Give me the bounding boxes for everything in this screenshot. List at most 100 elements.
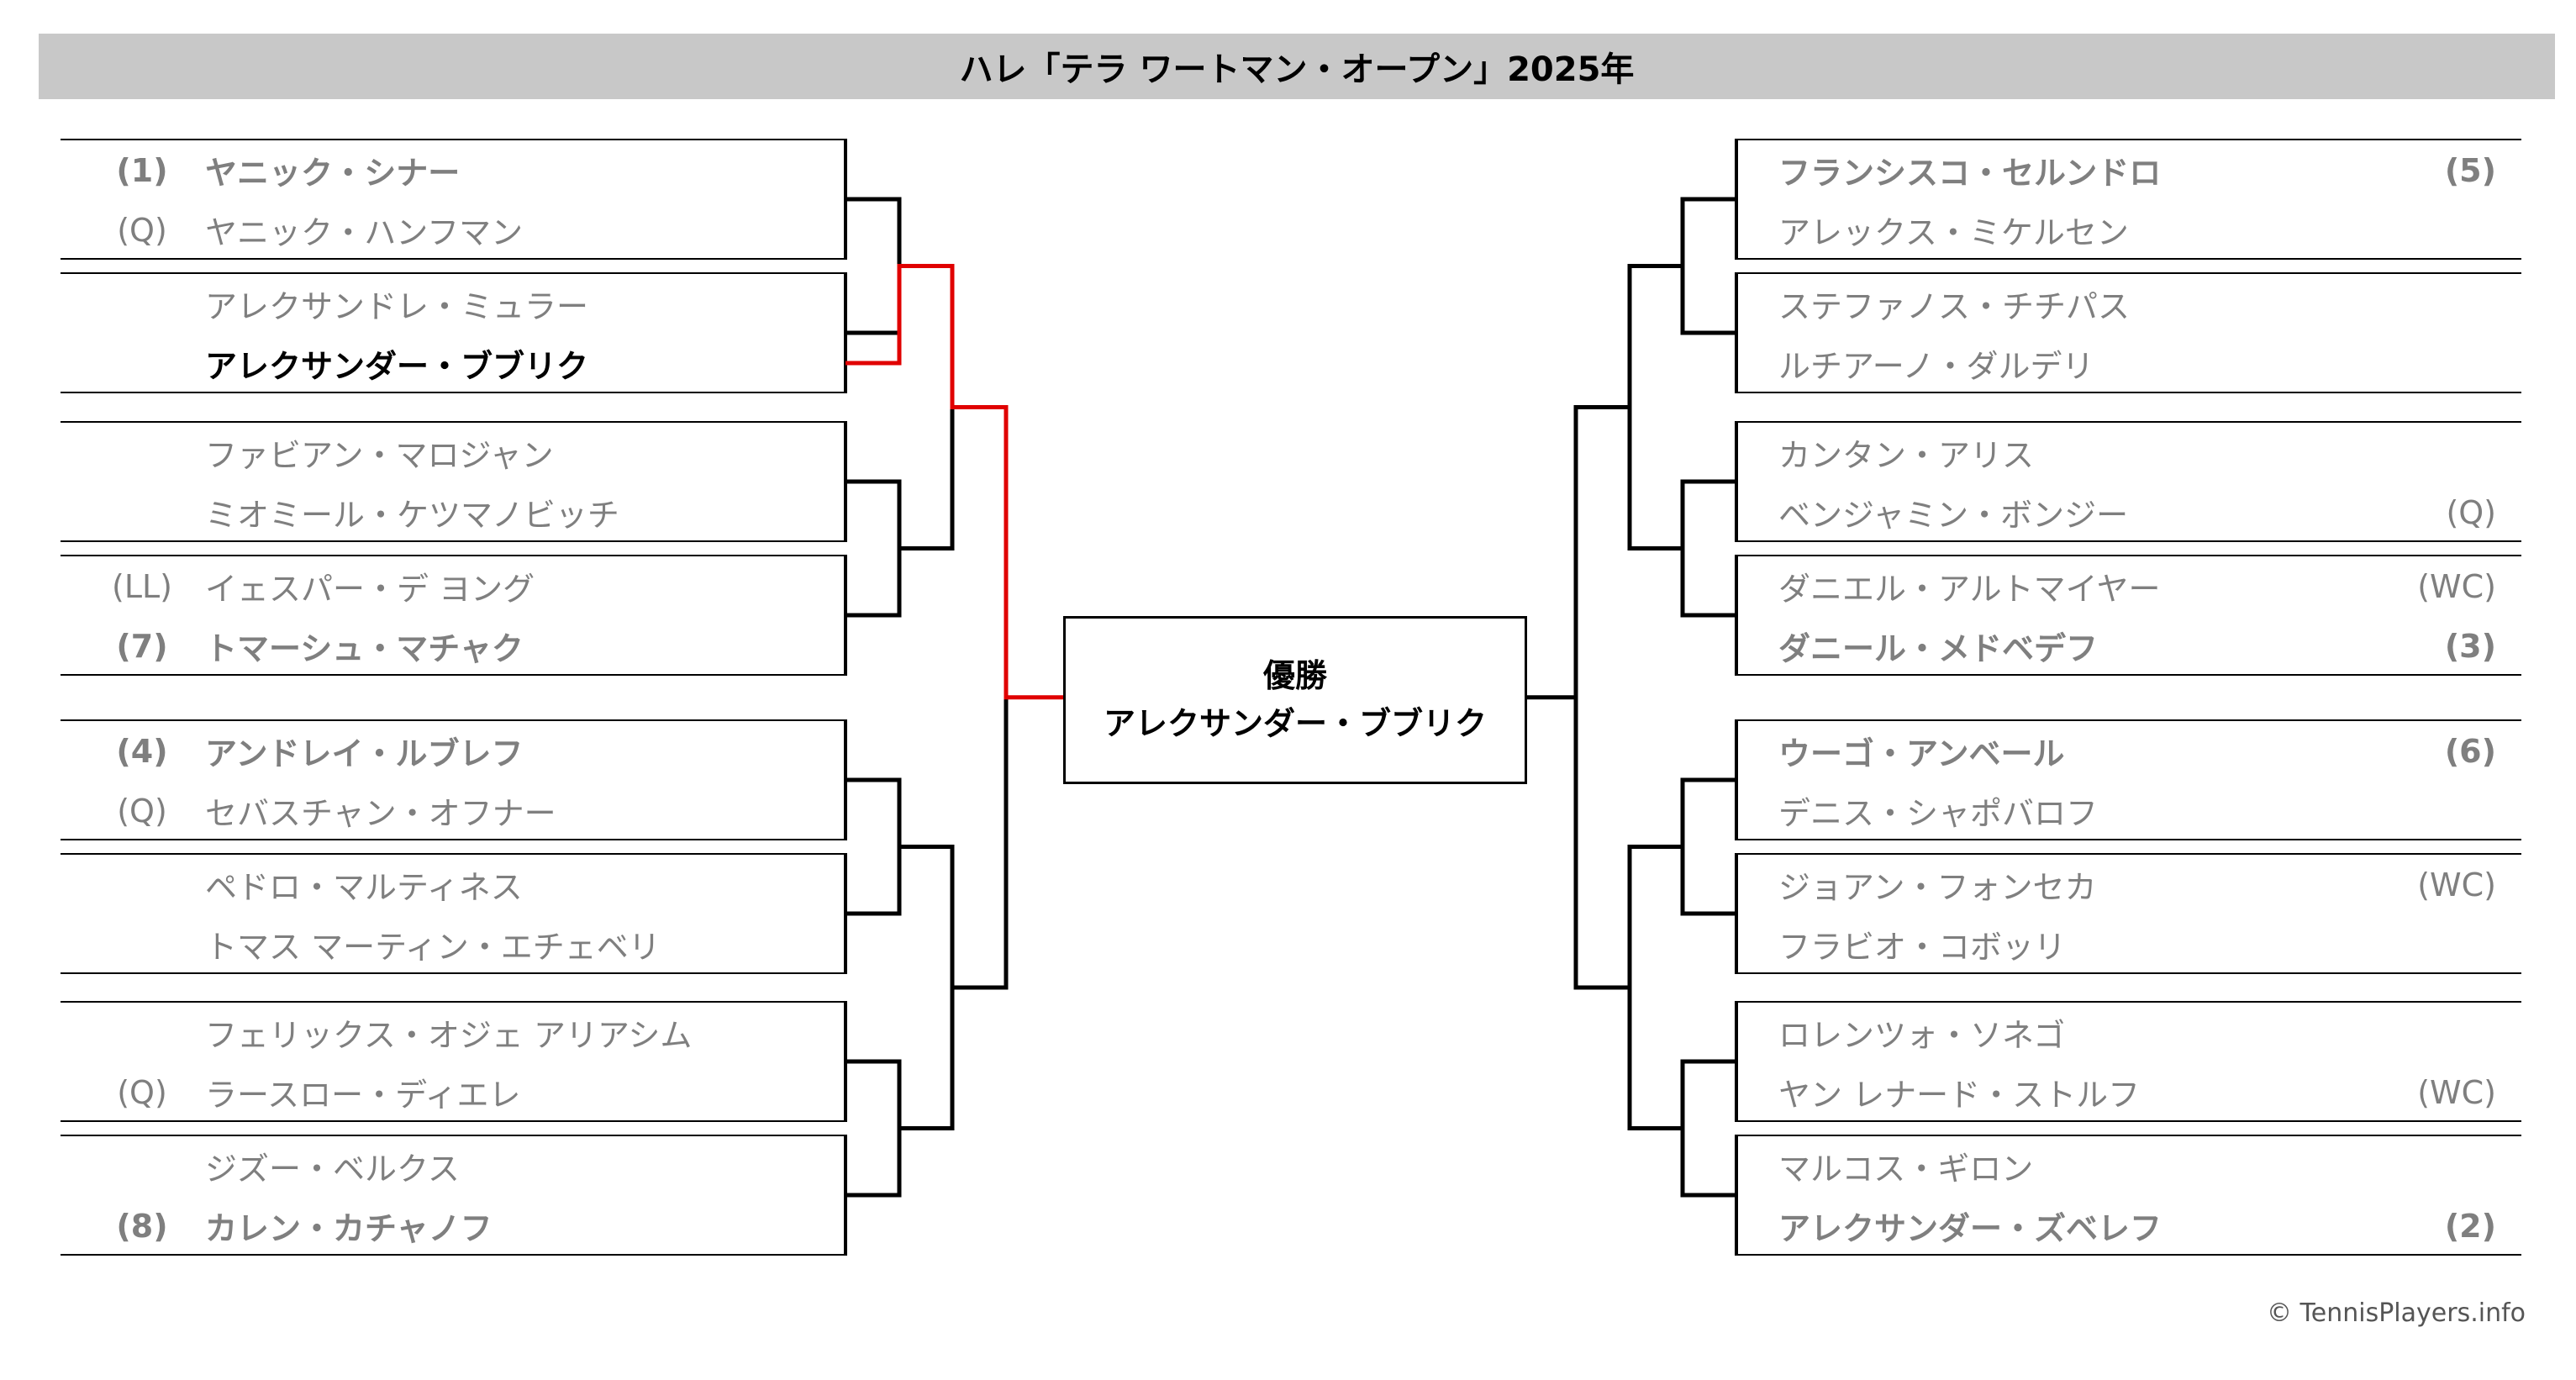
player-seed: (WC) xyxy=(2417,866,2496,903)
player-row: フェリックス・オジェ アリアシム xyxy=(61,1003,844,1062)
player-seed: (WC) xyxy=(2417,1073,2496,1111)
player-row: ファビアン・マロジャン xyxy=(61,423,844,482)
player-seed: (5) xyxy=(2444,151,2496,189)
player-row: アレックス・ミケルセン xyxy=(1738,200,2521,260)
player-row: (WC) ダニエル・アルトマイヤー xyxy=(1738,556,2521,616)
player-row: ロレンツォ・ソネゴ xyxy=(1738,1003,2521,1062)
player-name: デニス・シャポバロフ xyxy=(1778,795,2099,832)
player-name: ロレンツォ・ソネゴ xyxy=(1778,1017,2066,1054)
player-row: (2) アレクサンダー・ズベレフ xyxy=(1738,1196,2521,1256)
right-r2-connector xyxy=(1627,845,1683,1130)
left-r1-connector xyxy=(845,479,902,618)
player-row: (1) ヤニック・シナー xyxy=(61,140,844,200)
left-r1-connector xyxy=(845,1059,902,1198)
left-r1-connector xyxy=(845,777,902,916)
player-seed: (Q) xyxy=(117,792,167,830)
left-r2-connector xyxy=(899,264,955,550)
right-r1-connector xyxy=(1680,197,1736,335)
player-name: ジズー・ベルクス xyxy=(205,1151,460,1188)
player-name: ステファノス・チチパス xyxy=(1778,288,2131,325)
right-match-5: (6) ウーゴ・アンベールデニス・シャポバロフ xyxy=(1735,719,2521,840)
player-row: (WC)ヤン レナード・ストルフ xyxy=(1738,1062,2521,1122)
tournament-title: ハレ「テラ ワートマン・オープン」2025年 xyxy=(39,34,2555,99)
champion-name: アレクサンダー・ブブリク xyxy=(1103,705,1487,742)
player-name: カレン・カチャノフ xyxy=(205,1210,493,1247)
player-seed: (LL) xyxy=(112,567,172,605)
left-match-4: (LL) イェスパー・デ ヨング (7) トマーシュ・マチャク xyxy=(61,555,847,676)
player-name: ベンジャミン・ボンジー xyxy=(1778,497,2129,534)
player-seed: (1) xyxy=(116,151,168,189)
player-row: (WC) ジョアン・フォンセカ xyxy=(1738,855,2521,914)
player-row: ルチアーノ・ダルデリ xyxy=(1738,334,2521,393)
player-name: セバスチャン・オフナー xyxy=(205,795,556,832)
player-row: (5) フランシスコ・セルンドロ xyxy=(1738,140,2521,200)
player-seed: (3) xyxy=(2444,627,2496,665)
left-match-3: ファビアン・マロジャンミオミール・ケツマノビッチ xyxy=(61,421,847,542)
player-name: ペドロ・マルティネス xyxy=(205,869,523,906)
player-seed: (6) xyxy=(2444,732,2496,770)
player-name: イェスパー・デ ヨング xyxy=(205,571,535,608)
player-name: ミオミール・ケツマノビッチ xyxy=(205,497,619,534)
player-row: フラビオ・コボッリ xyxy=(1738,914,2521,974)
right-match-7: ロレンツォ・ソネゴ (WC)ヤン レナード・ストルフ xyxy=(1735,1001,2521,1122)
right-r1-connector xyxy=(1680,777,1736,916)
player-name: フランシスコ・セルンドロ xyxy=(1778,155,2162,192)
player-seed: (WC) xyxy=(2417,567,2496,605)
left-r2-connector xyxy=(899,845,955,1130)
player-row: (8) カレン・カチャノフ xyxy=(61,1196,844,1256)
right-match-4: (WC) ダニエル・アルトマイヤー (3)ダニール・メドベデフ xyxy=(1735,555,2521,676)
right-r3-connector xyxy=(1573,405,1630,990)
left-r1-connector xyxy=(845,197,902,335)
left-match-1: (1) ヤニック・シナー (Q) ヤニック・ハンフマン xyxy=(61,139,847,260)
champion-box: 優勝 アレクサンダー・ブブリク xyxy=(1063,616,1527,784)
player-name: ラースロー・ディエレ xyxy=(205,1077,521,1114)
player-name: カンタン・アリス xyxy=(1778,437,2035,474)
player-name: アンドレイ・ルブレフ xyxy=(205,735,524,772)
right-match-2: ステファノス・チチパスルチアーノ・ダルデリ xyxy=(1735,272,2521,393)
right-r1-connector xyxy=(1680,1059,1736,1198)
player-name: ヤニック・シナー xyxy=(205,155,461,192)
right-match-6: (WC) ジョアン・フォンセカフラビオ・コボッリ xyxy=(1735,853,2521,974)
player-row: ペドロ・マルティネス xyxy=(61,855,844,914)
left-match-8: ジズー・ベルクス (8) カレン・カチャノフ xyxy=(61,1135,847,1256)
player-name: ダニエル・アルトマイヤー xyxy=(1778,571,2161,608)
player-seed: (Q) xyxy=(117,1073,167,1111)
player-name: フェリックス・オジェ アリアシム xyxy=(205,1017,693,1054)
left-match-7: フェリックス・オジェ アリアシム (Q) ラースロー・ディエレ xyxy=(61,1001,847,1122)
player-name: ファビアン・マロジャン xyxy=(205,437,554,474)
player-row: (4)アンドレイ・ルブレフ xyxy=(61,721,844,781)
player-seed: (2) xyxy=(2444,1207,2496,1245)
player-name: アレクサンダー・ブブリク xyxy=(205,348,589,385)
player-name: マルコス・ギロン xyxy=(1778,1151,2034,1188)
left-match-2: アレクサンドレ・ミュラーアレクサンダー・ブブリク xyxy=(61,272,847,393)
player-row: (Q)ベンジャミン・ボンジー xyxy=(1738,482,2521,542)
left-match-6: ペドロ・マルティネストマス マーティン・エチェベリ xyxy=(61,853,847,974)
player-name: ジョアン・フォンセカ xyxy=(1778,869,2097,906)
player-row: (3)ダニール・メドベデフ xyxy=(1738,616,2521,676)
player-row: デニス・シャポバロフ xyxy=(1738,781,2521,840)
player-name: トマス マーティン・エチェベリ xyxy=(205,929,661,966)
right-r1-connector xyxy=(1680,479,1736,618)
right-match-3: カンタン・アリス (Q)ベンジャミン・ボンジー xyxy=(1735,421,2521,542)
player-name: アレクサンダー・ズベレフ xyxy=(1778,1210,2162,1247)
left-r3-connector xyxy=(952,405,1009,990)
right-match-1: (5) フランシスコ・セルンドロアレックス・ミケルセン xyxy=(1735,139,2521,260)
player-name: ルチアーノ・ダルデリ xyxy=(1778,348,2094,385)
player-name: アレックス・ミケルセン xyxy=(1778,214,2129,251)
player-name: トマーシュ・マチャク xyxy=(205,630,524,667)
player-row: (Q) ヤニック・ハンフマン xyxy=(61,200,844,260)
player-seed: (8) xyxy=(116,1207,168,1245)
left-match-5: (4)アンドレイ・ルブレフ (Q) セバスチャン・オフナー xyxy=(61,719,847,840)
player-row: (7) トマーシュ・マチャク xyxy=(61,616,844,676)
player-row: ジズー・ベルクス xyxy=(61,1136,844,1196)
player-seed: (7) xyxy=(116,627,168,665)
player-seed: (Q) xyxy=(117,211,167,249)
player-row: アレクサンダー・ブブリク xyxy=(61,334,844,393)
player-row: トマス マーティン・エチェベリ xyxy=(61,914,844,974)
champion-label: 優勝 xyxy=(1262,657,1327,694)
player-row: アレクサンドレ・ミュラー xyxy=(61,274,844,334)
player-name: アレクサンドレ・ミュラー xyxy=(205,288,589,325)
player-name: ヤニック・ハンフマン xyxy=(205,214,524,251)
player-name: ウーゴ・アンベール xyxy=(1778,735,2065,772)
